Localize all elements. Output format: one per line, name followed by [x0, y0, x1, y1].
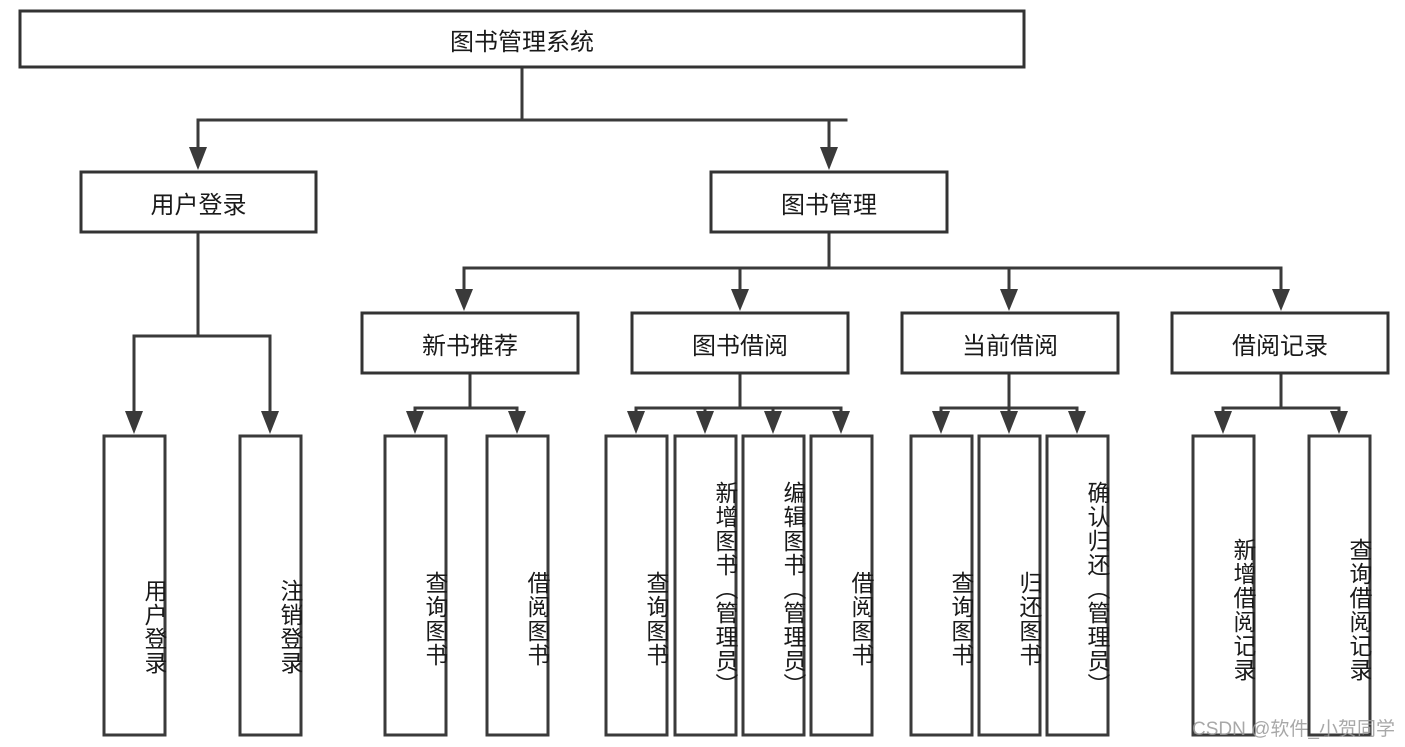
- node-box-leaf-confirm-return[interactable]: [1045, 434, 1110, 737]
- node-box-leaf-borrow-book-2[interactable]: [809, 434, 874, 737]
- node-box-new-book-recommend[interactable]: [360, 311, 580, 375]
- node-box-leaf-user-login[interactable]: [102, 434, 167, 737]
- node-box-book-manage[interactable]: [709, 170, 949, 234]
- node-box-leaf-add-book[interactable]: [673, 434, 738, 737]
- node-box-leaf-user-logout[interactable]: [238, 434, 303, 737]
- node-box-leaf-query-record[interactable]: [1307, 434, 1372, 737]
- connector-book-borrow-to-leaves: [627, 371, 850, 434]
- node-box-leaf-borrow-book-1[interactable]: [485, 434, 550, 737]
- node-box-leaf-edit-book[interactable]: [741, 434, 806, 737]
- node-box-leaf-add-record[interactable]: [1191, 434, 1256, 737]
- node-box-leaf-return-book[interactable]: [977, 434, 1042, 737]
- connector-new-book-recommend-to-leaves: [406, 371, 526, 434]
- node-box-leaf-query-book-1[interactable]: [383, 434, 448, 737]
- node-box-leaf-query-book-3[interactable]: [909, 434, 974, 737]
- connector-root-to-level2: [189, 65, 848, 170]
- connector-user-login-to-leaves: [125, 230, 279, 434]
- node-box-user-login[interactable]: [79, 170, 318, 234]
- node-box-root[interactable]: [18, 9, 1026, 69]
- connector-borrow-record-to-leaves: [1214, 371, 1348, 434]
- node-box-book-borrow[interactable]: [630, 311, 850, 375]
- node-box-current-borrow[interactable]: [900, 311, 1120, 375]
- node-box-leaf-query-book-2[interactable]: [604, 434, 669, 737]
- connector-book-manage-to-level3: [455, 230, 1290, 311]
- connector-current-borrow-to-leaves: [932, 371, 1086, 434]
- node-box-borrow-record[interactable]: [1170, 311, 1390, 375]
